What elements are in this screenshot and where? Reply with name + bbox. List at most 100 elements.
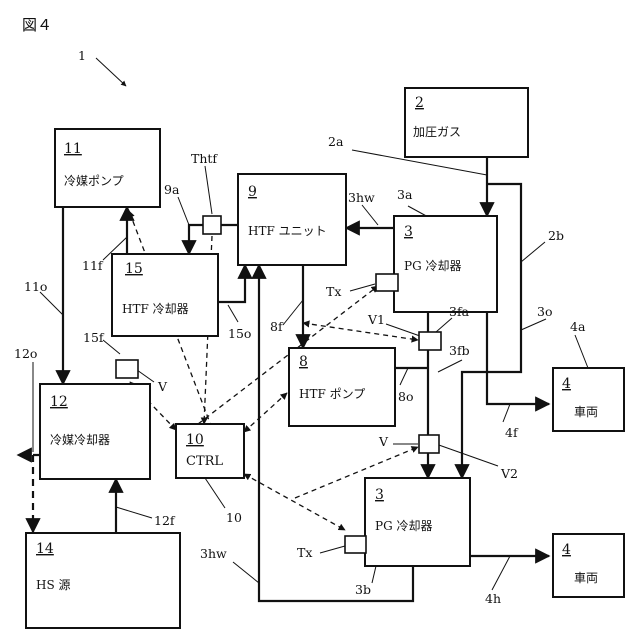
vehicle-b-label: 車両	[574, 571, 598, 585]
ref-3fa: 3fa	[449, 304, 470, 319]
leader-3hw-top	[362, 205, 378, 225]
leader-4f	[503, 404, 510, 422]
tx-top-sensor	[376, 274, 398, 291]
controller-label: CTRL	[186, 454, 223, 469]
ref-3b: 3b	[355, 582, 371, 597]
ref-tx-top: Tx	[326, 284, 341, 299]
ref-8o: 8o	[398, 389, 413, 404]
leader-v1	[386, 324, 420, 336]
pressurized-gas-box: 2 加圧ガス	[405, 88, 528, 157]
ref-12o: 12o	[14, 346, 37, 361]
htf-pump-label: HTF ポンプ	[299, 387, 365, 401]
pg-cooler-a-label: PG 冷却器	[404, 259, 461, 273]
ref-2a: 2a	[328, 134, 344, 149]
pipe-4f	[487, 312, 549, 404]
ref-10: 10	[226, 510, 242, 525]
ref-3fb: 3fb	[449, 343, 470, 358]
leader-15f	[103, 340, 120, 354]
ref-thtf: Thtf	[191, 151, 218, 166]
vehicle-b-number: 4	[562, 542, 571, 558]
ref-9a: 9a	[164, 182, 180, 197]
leader-10	[205, 478, 225, 508]
ref-2b: 2b	[548, 228, 564, 243]
htf-unit-number: 9	[248, 184, 257, 200]
ref-tx-bottom: Tx	[297, 545, 312, 560]
htf-cooler-number: 15	[125, 261, 143, 277]
heat-source-number: 14	[36, 541, 54, 557]
heat-source-label: HS 源	[36, 578, 71, 592]
v-left-valve	[116, 360, 138, 378]
ref-3a: 3a	[397, 187, 413, 202]
pg-cooler-b-label: PG 冷却器	[375, 519, 432, 533]
ref-4h: 4h	[485, 591, 501, 606]
heat-source-box: 14 HS 源	[26, 533, 180, 628]
htf-unit-label: HTF ユニット	[248, 224, 327, 238]
ref-v-left: V	[157, 379, 168, 394]
refrigerant-pump-box: 11 冷媒ポンプ	[55, 129, 160, 207]
pressurized-gas-label: 加圧ガス	[413, 125, 461, 139]
pg-cooler-b-number: 3	[375, 487, 384, 503]
leader-11o	[40, 292, 63, 315]
leader-2b	[521, 242, 545, 262]
leader-3b	[372, 566, 376, 583]
figure-title: 図４	[22, 16, 52, 34]
ref-11f: 11f	[82, 258, 104, 273]
htf-unit-box: 9 HTF ユニット	[238, 174, 346, 265]
signal-ctrl-htf-pump	[244, 393, 287, 432]
leader-3fb	[438, 360, 462, 372]
pg-cooler-a-number: 3	[404, 224, 413, 240]
refrigerant-cooler-number: 12	[50, 394, 68, 410]
vehicle-a-box: 4 車両	[553, 368, 624, 431]
leader-tx-bottom	[320, 546, 345, 553]
pg-cooler-b-box: 3 PG 冷却器	[365, 478, 470, 566]
ref-8f: 8f	[270, 319, 284, 334]
htf-cooler-box: 15 HTF 冷却器	[112, 254, 218, 336]
refrigerant-cooler-box: 12 冷媒冷却器	[40, 384, 150, 479]
leader-8o	[400, 368, 408, 385]
tx-bottom-sensor	[345, 536, 366, 553]
thtf-sensor	[203, 216, 221, 234]
leader-4h	[492, 556, 510, 590]
leader-thtf	[205, 166, 212, 214]
htf-cooler-label: HTF 冷却器	[122, 302, 189, 316]
ref-15f: 15f	[83, 330, 105, 345]
htf-pump-number: 8	[299, 354, 308, 370]
vehicle-b-box: 4 車両	[553, 534, 624, 597]
ref-15o: 15o	[228, 326, 251, 341]
refrigerant-cooler-label: 冷媒冷却器	[50, 433, 110, 447]
leader-12f	[116, 507, 152, 518]
leader-v2	[436, 444, 498, 466]
ref-4f: 4f	[505, 425, 519, 440]
controller-box: 10 CTRL	[176, 424, 244, 478]
leader-tx-top	[350, 284, 375, 291]
leader-15o	[228, 305, 238, 322]
v2-valve	[419, 435, 439, 453]
v1-valve	[419, 332, 441, 350]
leader-9a	[178, 197, 189, 225]
leader-8f	[283, 300, 303, 325]
ref-11o: 11o	[24, 279, 47, 294]
ref-v1: V1	[367, 312, 385, 327]
ref-v2: V2	[500, 466, 518, 481]
pg-cooler-a-box: 3 PG 冷却器	[394, 216, 497, 312]
controller-number: 10	[186, 432, 204, 448]
signal-v1	[303, 323, 418, 340]
ref-12f: 12f	[154, 513, 176, 528]
ref-v-mid: V	[378, 434, 389, 449]
ref-4a: 4a	[570, 319, 586, 334]
system-ref-label: 1	[78, 48, 86, 63]
pipe-15o	[218, 265, 245, 302]
vehicle-a-number: 4	[562, 376, 571, 392]
leader-v-left	[137, 370, 154, 382]
leader-4a	[575, 335, 588, 368]
leader-3hw-bottom	[233, 562, 259, 583]
refrigerant-pump-label: 冷媒ポンプ	[64, 174, 124, 188]
htf-pump-box: 8 HTF ポンプ	[289, 348, 395, 426]
vehicle-a-label: 車両	[574, 405, 598, 419]
ref-3hw-bottom: 3hw	[200, 546, 227, 561]
pressurized-gas-number: 2	[415, 95, 424, 111]
leader-3fa	[436, 318, 452, 332]
system-ref-arrow	[96, 58, 126, 86]
leader-3o	[521, 319, 546, 330]
